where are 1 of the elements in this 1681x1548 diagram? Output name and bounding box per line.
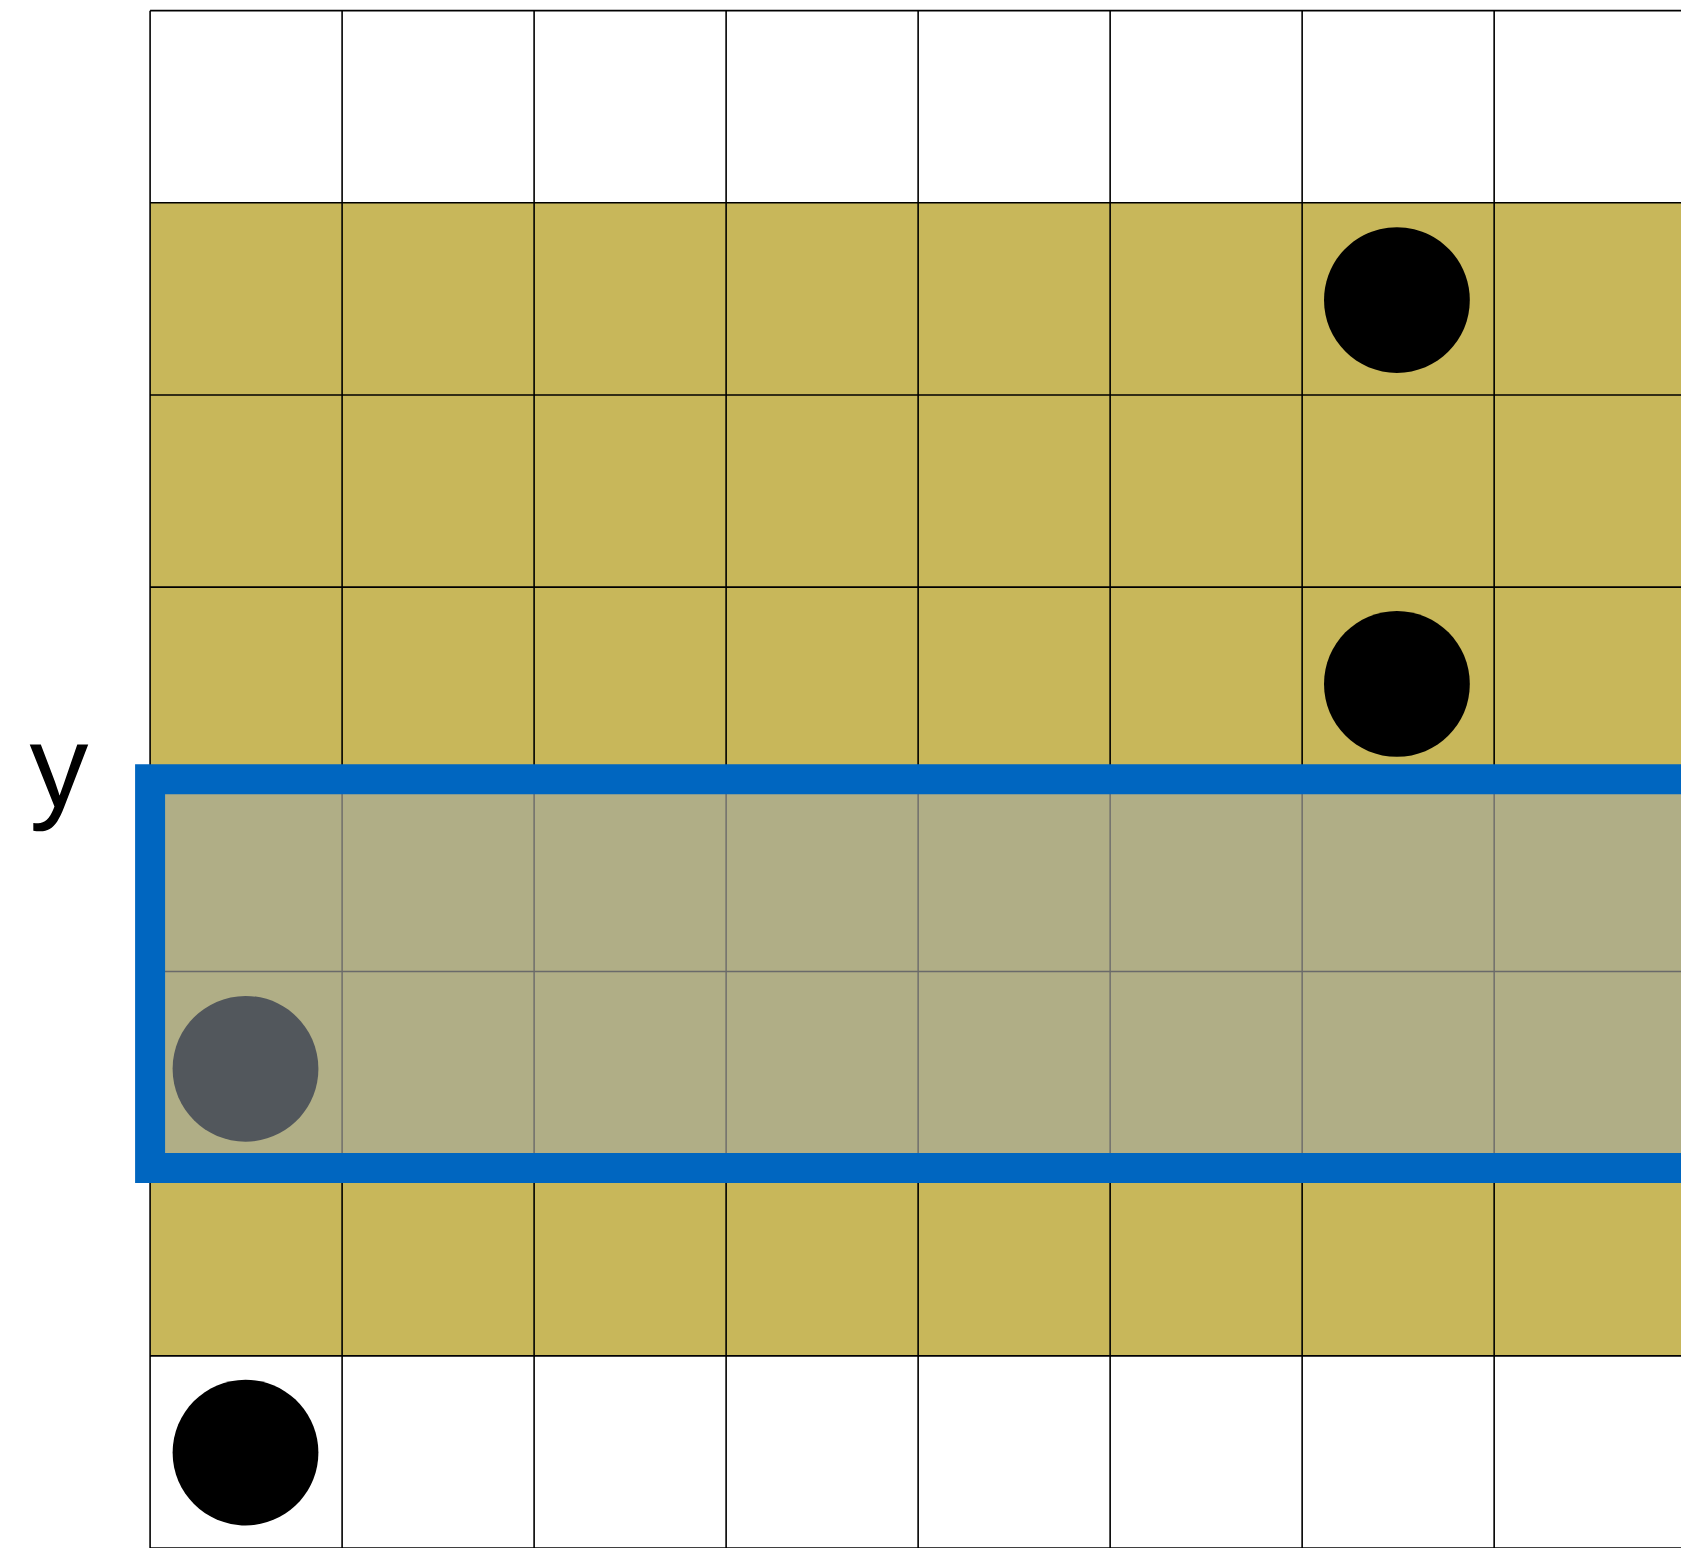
row-label: y — [29, 744, 89, 832]
